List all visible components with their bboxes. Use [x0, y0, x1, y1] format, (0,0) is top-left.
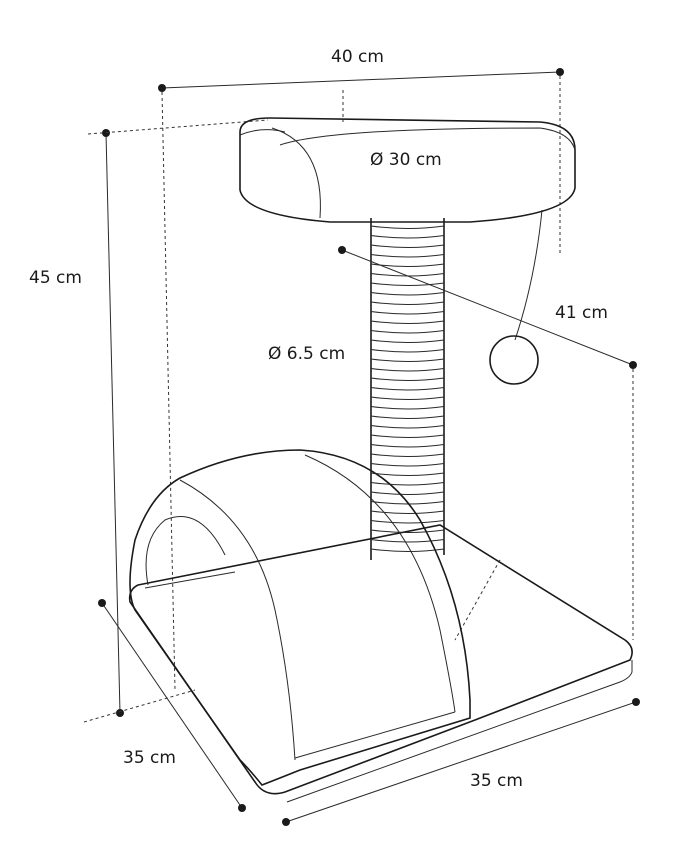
rope-stripe: [370, 263, 445, 267]
rope-stripe: [370, 377, 445, 381]
post-diameter-label: Ø 6.5 cm: [268, 344, 346, 364]
base-plate: [128, 524, 633, 803]
rope-stripe: [370, 225, 445, 229]
base-side-dimension-line: [98, 599, 246, 812]
hanging-ball-toy: [489, 209, 543, 385]
rope-stripe: [370, 301, 445, 305]
rope-stripe: [370, 482, 445, 486]
rope-stripe: [370, 235, 445, 239]
height-dimension-line: [83, 119, 269, 723]
width-label: 40 cm: [331, 47, 384, 67]
rope-stripe: [370, 339, 445, 343]
depth-label: 41 cm: [555, 303, 608, 323]
rope-stripe: [370, 396, 445, 400]
rope-stripe: [370, 330, 445, 334]
base-front-label: 35 cm: [470, 771, 523, 791]
depth-dimension-line: [338, 246, 637, 640]
rope-stripe: [370, 425, 445, 429]
rope-stripe: [370, 501, 445, 505]
rope-stripe: [370, 292, 445, 296]
rope-stripe: [370, 320, 445, 324]
rope-stripe: [370, 491, 445, 495]
height-label: 45 cm: [29, 268, 82, 288]
rope-stripe: [370, 358, 445, 362]
base-front-dimension-line: [282, 698, 640, 826]
rope-stripe: [370, 520, 445, 524]
rope-stripe: [370, 254, 445, 258]
rope-stripe: [370, 444, 445, 448]
rope-stripe: [370, 472, 445, 476]
bed-platform: [239, 117, 576, 223]
width-dimension-line: [158, 68, 564, 691]
rope-stripe: [370, 463, 445, 467]
bed-diameter-label: Ø 30 cm: [370, 150, 442, 170]
rope-stripe: [370, 368, 445, 372]
rope-stripe: [370, 539, 445, 543]
rope-stripe: [370, 387, 445, 391]
rope-stripe: [370, 244, 445, 248]
rope-stripe: [370, 529, 445, 533]
tunnel-arch: [129, 449, 471, 786]
base-side-label: 35 cm: [123, 748, 176, 768]
rope-stripe: [370, 510, 445, 514]
rope-stripe: [370, 453, 445, 457]
rope-stripe: [370, 434, 445, 438]
rope-stripe: [370, 415, 445, 419]
rope-stripe: [370, 282, 445, 286]
rope-stripe: [370, 311, 445, 315]
rope-stripe: [370, 548, 445, 552]
rope-stripe: [370, 406, 445, 410]
rope-stripe: [370, 349, 445, 353]
scratching-post: [370, 218, 445, 560]
